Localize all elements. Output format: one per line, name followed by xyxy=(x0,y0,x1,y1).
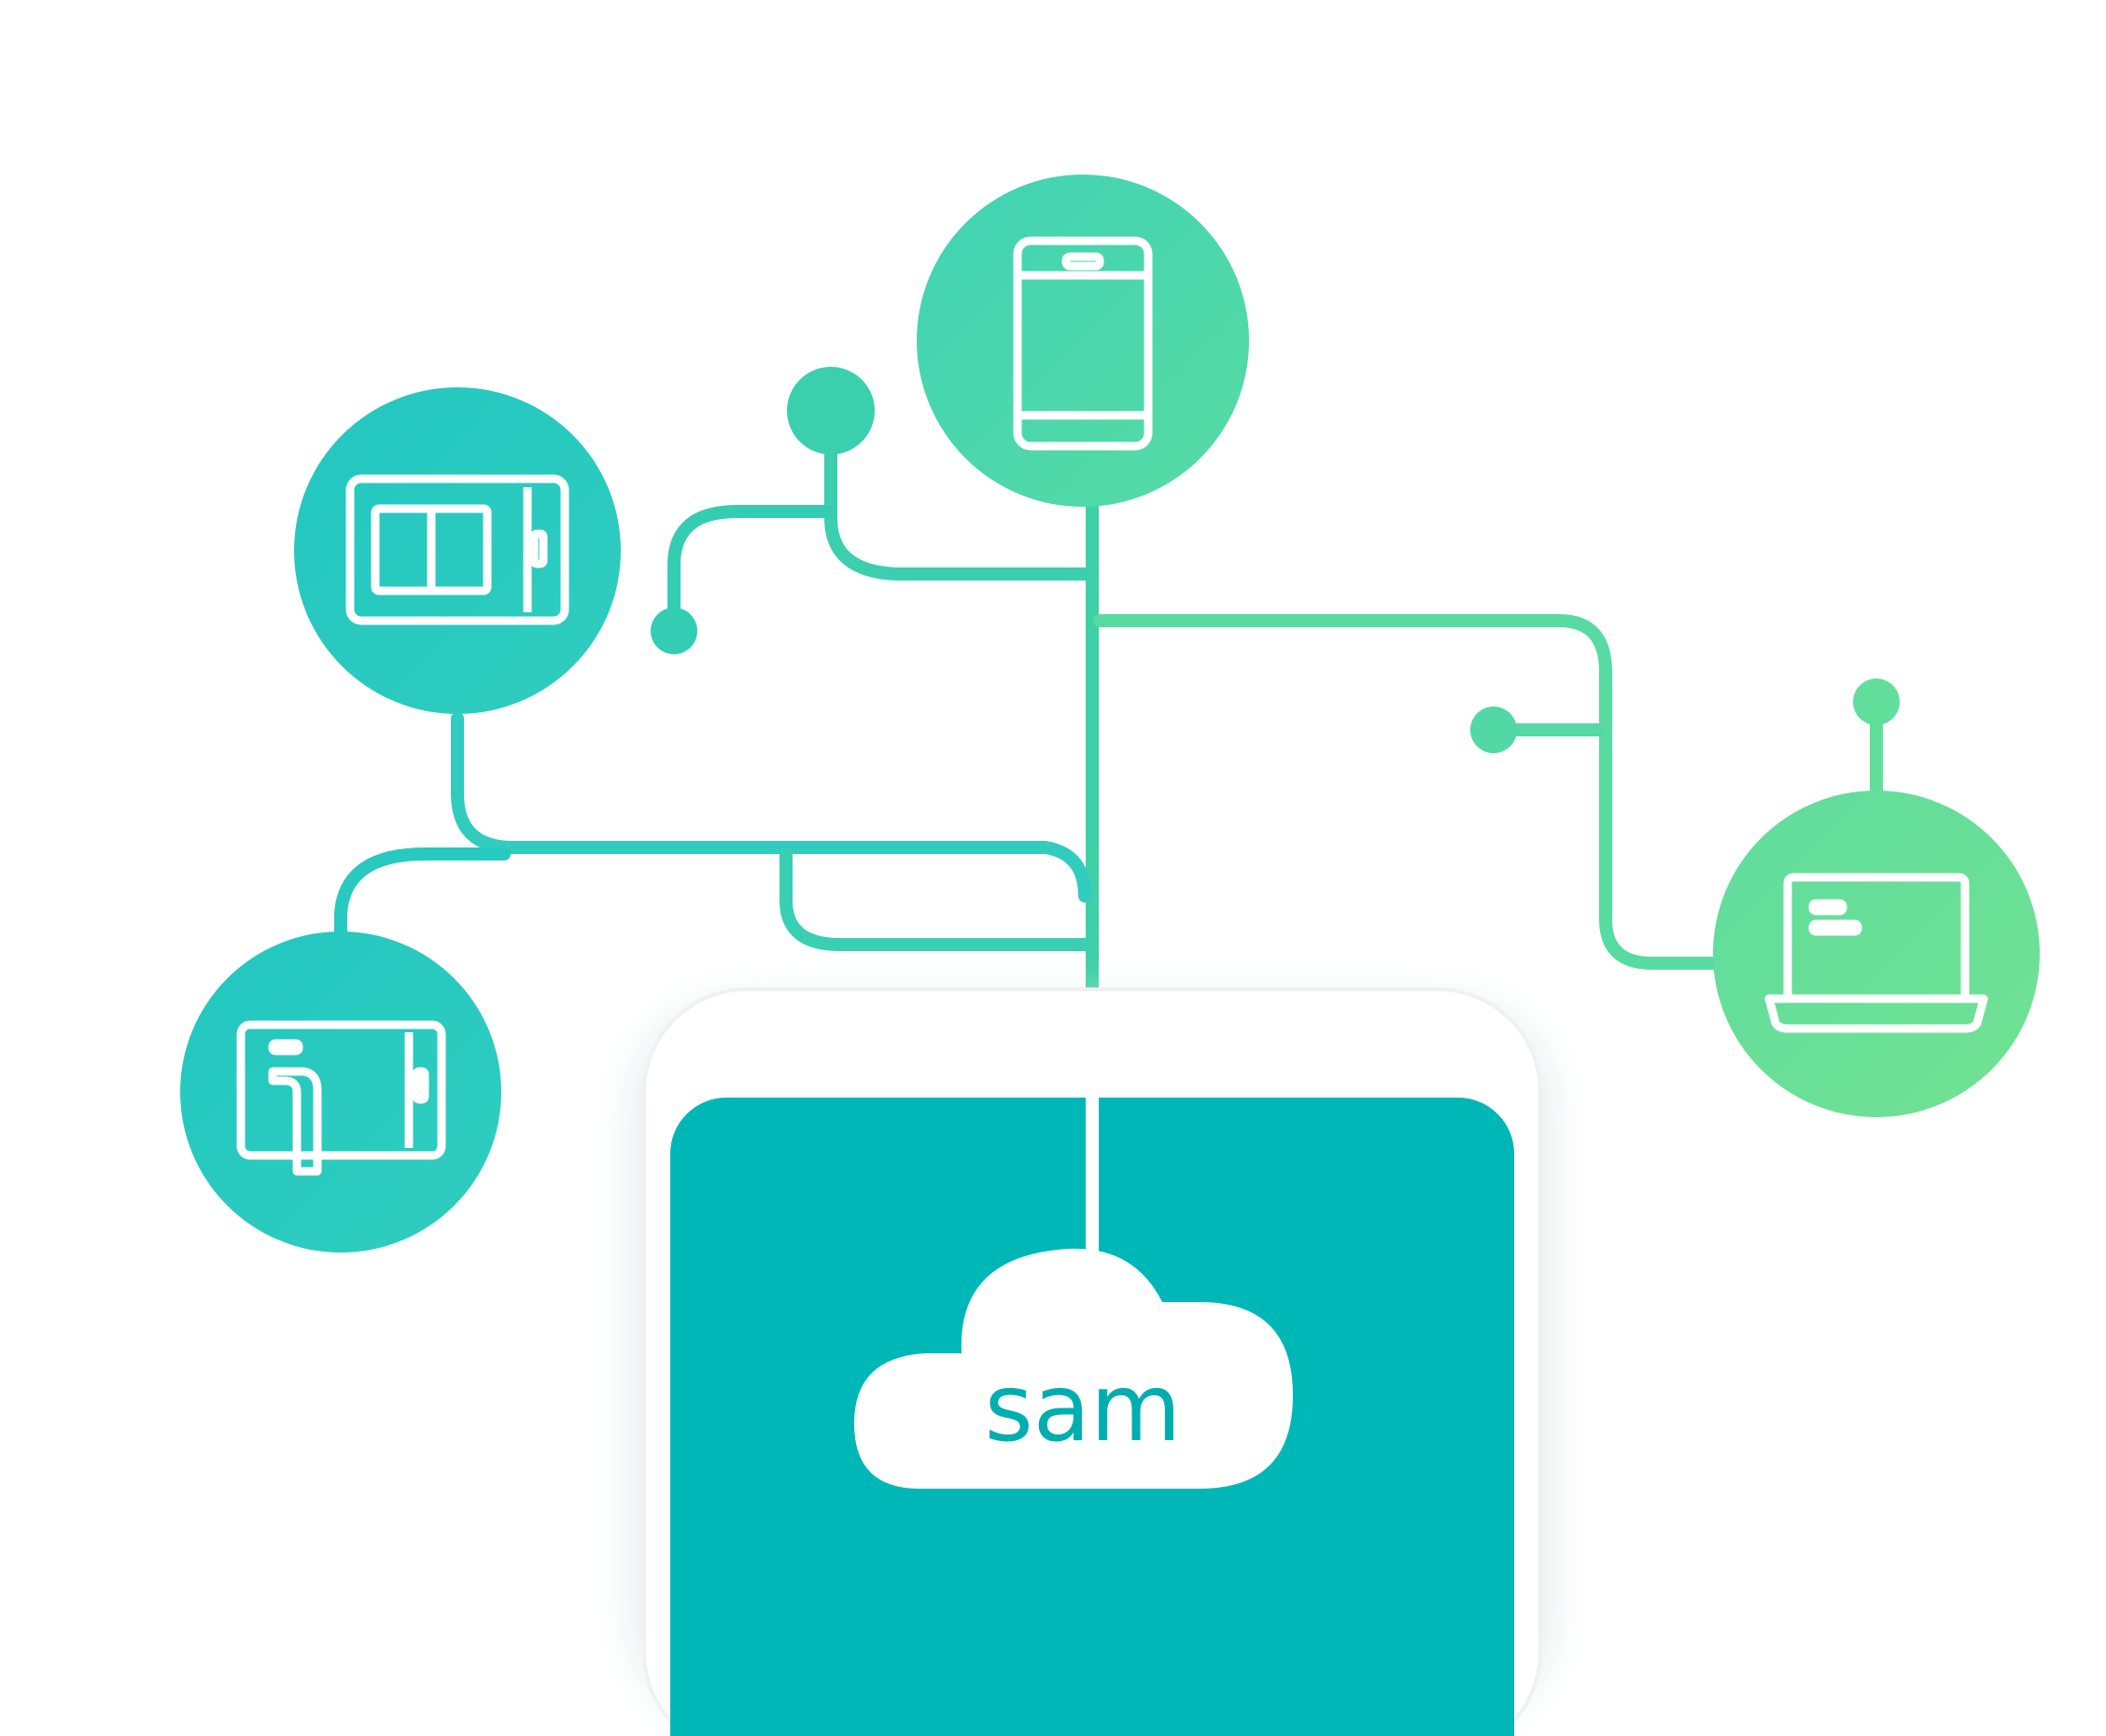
connector-dot xyxy=(651,608,697,654)
laptop-icon xyxy=(1764,873,1988,1033)
pos-terminal-icon xyxy=(345,474,569,625)
node-tablet-stylus xyxy=(180,931,501,1253)
brand-name: sam xyxy=(985,1353,1182,1463)
node-circle xyxy=(180,931,501,1253)
phone-screen-bottom-fill xyxy=(670,1643,1514,1736)
branch-left-top xyxy=(824,404,1091,581)
connector-dots xyxy=(651,367,1900,753)
node-pos-terminal xyxy=(294,387,621,714)
node-smartphone xyxy=(917,175,1249,507)
branch-pos xyxy=(451,712,1091,903)
branch-right xyxy=(1093,614,1734,970)
connector-dot xyxy=(1470,707,1517,753)
node-circle xyxy=(294,387,621,714)
connector-dot xyxy=(1853,679,1900,725)
branch-tablet xyxy=(334,847,511,940)
center-phone: sam xyxy=(635,987,1550,1736)
cloud-icon: sam xyxy=(854,1248,1293,1489)
tablet-stylus-icon xyxy=(236,1020,446,1176)
branch-hook xyxy=(667,505,837,637)
connector-dot xyxy=(787,367,875,455)
branch-loop xyxy=(779,847,1091,951)
node-circle xyxy=(917,175,1249,507)
node-circle xyxy=(1713,791,2040,1117)
smartphone-icon xyxy=(1013,236,1153,451)
node-laptop xyxy=(1713,791,2040,1117)
